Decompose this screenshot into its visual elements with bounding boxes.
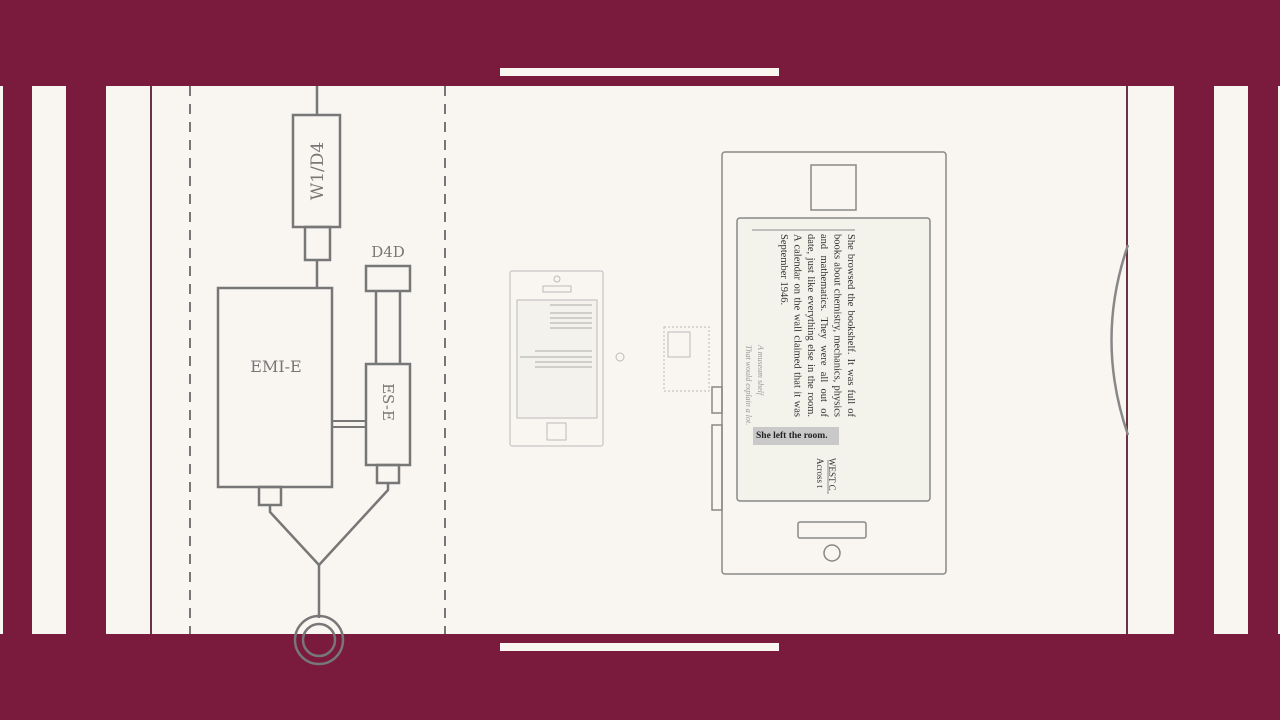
aside-line: That would explain a lot. (744, 345, 753, 426)
story-aside: A museum shelf That would explain a lot. (740, 345, 766, 426)
frame-strip (106, 86, 150, 634)
d4d-label: D4D (371, 243, 405, 261)
frame-strip (32, 86, 66, 634)
aside-line: A museum shelf (756, 345, 765, 396)
next-section: WEST C Across t (814, 458, 838, 494)
w1d4-label: W1/D4 (308, 142, 328, 200)
next-heading: WEST C (827, 458, 837, 491)
ese-label: ES-E (379, 383, 397, 421)
bottom-bar (500, 643, 779, 651)
frame-strip (1278, 86, 1280, 634)
diagram-panel (150, 86, 1128, 634)
choice-button[interactable]: She left the room. (753, 427, 839, 445)
d4d-box (364, 264, 412, 293)
emi-label: EMI-E (250, 357, 301, 376)
frame-strip (1128, 86, 1174, 634)
frame-strip (1214, 86, 1248, 634)
next-text: Across t (815, 458, 825, 488)
small-phone (509, 270, 710, 447)
left-bracket (189, 86, 446, 634)
story-paragraph: She browsed the bookshelf. It was full o… (777, 234, 856, 417)
top-bar (500, 68, 779, 76)
frame-strip (0, 86, 3, 634)
